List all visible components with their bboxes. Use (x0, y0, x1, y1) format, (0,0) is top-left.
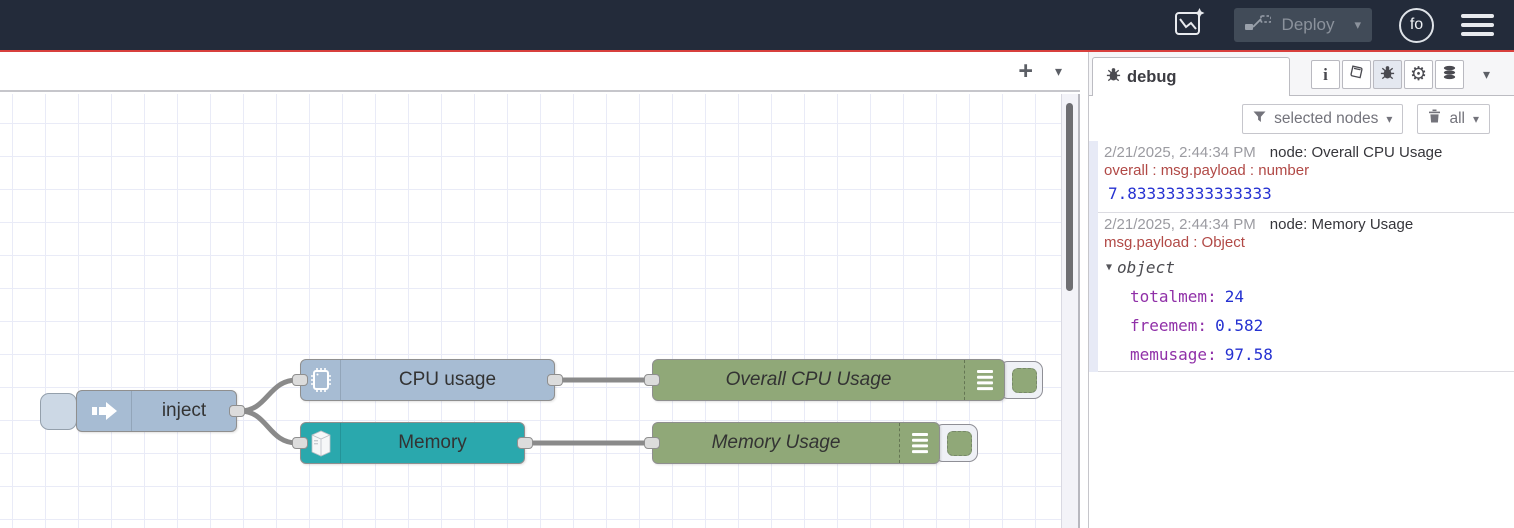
message-value: 7.833333333333333 (1108, 184, 1272, 203)
node-label: Overall CPU Usage (725, 369, 892, 390)
bug-icon (1379, 64, 1396, 86)
canvas-scrollbar-thumb[interactable] (1066, 103, 1073, 291)
canvas-scrollbar-track[interactable] (1061, 94, 1078, 528)
debug-list-icon (964, 360, 1004, 400)
clear-messages-button[interactable]: all ▾ (1417, 103, 1490, 134)
inject-trigger-button[interactable] (40, 393, 77, 430)
info-icon: i (1323, 64, 1328, 84)
book-icon (1348, 64, 1365, 86)
deploy-icon (1244, 14, 1272, 36)
flow-canvas[interactable]: inject CPU usage (0, 94, 1080, 528)
message-node-name: node: Overall CPU Usage (1269, 144, 1443, 161)
sidebar-tab-header: debug i (1089, 52, 1514, 96)
object-field: freemem:0.582 (1130, 316, 1264, 335)
node-inject[interactable]: inject (76, 390, 245, 432)
debug-toggle-cpu[interactable] (999, 361, 1043, 399)
trash-icon (1428, 109, 1441, 128)
context-tab-button[interactable] (1435, 60, 1464, 89)
object-field: memusage:97.58 (1130, 345, 1273, 364)
config-tab-button[interactable]: ⚙ (1404, 60, 1433, 89)
filter-caret-icon: ▾ (1386, 111, 1393, 126)
flow-export-icon[interactable] (1173, 5, 1207, 46)
debug-message[interactable]: 2/21/2025, 2:44:34 PM node: Memory Usage… (1098, 213, 1514, 372)
cpu-chip-icon (301, 360, 341, 400)
filter-icon (1253, 110, 1266, 128)
inject-arrow-icon (77, 391, 132, 431)
filter-nodes-button[interactable]: selected nodes ▾ (1242, 103, 1404, 134)
wires (239, 377, 649, 446)
node-debug-overall-cpu[interactable]: Overall CPU Usage (644, 359, 1005, 401)
avatar-initials: fo (1409, 16, 1424, 33)
memory-input-port[interactable] (292, 437, 308, 449)
deploy-label: Deploy (1281, 15, 1335, 34)
node-memory[interactable]: Memory (292, 422, 533, 464)
gear-icon: ⚙ (1409, 64, 1428, 85)
debug-cpu-input-port[interactable] (644, 374, 660, 386)
flow-list-caret-icon[interactable]: ▾ (1054, 63, 1062, 79)
debug-toggle-memory[interactable] (934, 424, 978, 462)
deploy-caret-icon[interactable]: ▾ (1354, 17, 1361, 32)
wire-inject-cpu[interactable] (239, 377, 298, 414)
message-timestamp: 2/21/2025, 2:44:34 PM (1104, 216, 1256, 233)
memory-output-port[interactable] (517, 437, 533, 449)
debug-tab-button[interactable] (1373, 60, 1402, 89)
debug-sidebar: debug i (1088, 52, 1514, 528)
debug-message-list: 2/21/2025, 2:44:34 PM node: Overall CPU … (1089, 141, 1514, 372)
debug-list-icon (899, 423, 939, 463)
debug-mem-input-port[interactable] (644, 437, 660, 449)
filter-label: selected nodes (1274, 109, 1379, 127)
server-icon (301, 423, 341, 463)
info-tab-button[interactable]: i (1311, 60, 1340, 89)
node-debug-memory[interactable]: Memory Usage (644, 422, 940, 464)
menu-icon[interactable] (1461, 14, 1494, 36)
node-label: Memory (398, 432, 467, 453)
cpu-input-port[interactable] (292, 374, 308, 386)
clear-label: all (1449, 109, 1465, 127)
app-header: Deploy ▾ fo (0, 0, 1514, 50)
bug-icon (1105, 66, 1122, 88)
help-tab-button[interactable] (1342, 60, 1371, 89)
node-cpu-usage[interactable]: CPU usage (292, 359, 563, 401)
message-node-name: node: Memory Usage (1269, 216, 1414, 233)
wire-inject-memory[interactable] (239, 408, 298, 446)
avatar[interactable]: fo (1399, 7, 1434, 43)
add-flow-button[interactable]: + (1018, 56, 1033, 85)
node-label: inject (161, 400, 207, 421)
debug-message[interactable]: 2/21/2025, 2:44:34 PM node: Overall CPU … (1098, 141, 1514, 213)
flow-tabbar: + ▾ (0, 52, 1080, 92)
object-field: totalmem:24 (1130, 287, 1244, 306)
node-label: Memory Usage (711, 432, 841, 453)
header-accent-line (0, 50, 1514, 52)
sidebar-icon-buttons: i (1311, 60, 1464, 89)
debug-toolbar: selected nodes ▾ all ▾ (1089, 96, 1514, 141)
deploy-button[interactable]: Deploy ▾ (1233, 8, 1372, 42)
clear-caret-icon: ▾ (1472, 111, 1479, 126)
collapse-caret-icon[interactable]: ▼ (1106, 262, 1113, 273)
sidebar-caret-icon[interactable]: ▾ (1483, 66, 1491, 82)
tab-debug-label: debug (1127, 67, 1177, 86)
inject-output-port[interactable] (229, 405, 245, 417)
message-timestamp: 2/21/2025, 2:44:34 PM (1104, 144, 1256, 161)
database-icon (1441, 64, 1458, 86)
message-property-path: overall : msg.payload : number (1104, 162, 1310, 179)
cpu-output-port[interactable] (547, 374, 563, 386)
object-label: object (1117, 258, 1175, 277)
node-label: CPU usage (398, 369, 497, 390)
message-property-path: msg.payload : Object (1104, 234, 1245, 251)
tab-debug[interactable]: debug (1092, 57, 1290, 96)
